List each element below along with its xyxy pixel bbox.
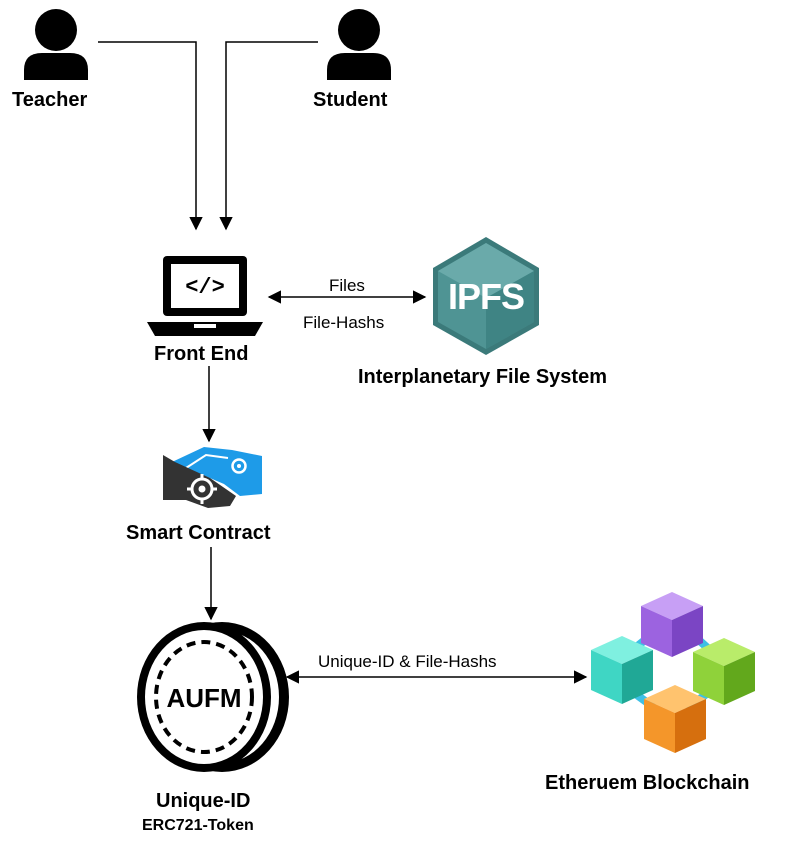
front-end-label: Front End	[154, 343, 249, 365]
unique-id-hashes-edge-label: Unique-ID & File-Hashs	[318, 652, 497, 671]
student-label: Student	[313, 89, 388, 111]
student-to-frontend-arrow	[219, 41, 318, 231]
smart-contract-label: Smart Contract	[126, 522, 271, 544]
teacher-to-frontend-arrow	[98, 41, 203, 231]
coin-token-icon	[137, 622, 289, 772]
ipfs-logo-text: IPFS	[447, 276, 525, 317]
coin-text: AUFM	[166, 683, 242, 713]
svg-text:</>: </>	[185, 275, 225, 300]
teacher-label: Teacher	[12, 89, 88, 111]
blockchain-label: Etheruem Blockchain	[545, 772, 750, 794]
file-hashes-edge-label: File-Hashs	[303, 313, 385, 332]
ipfs-logo-icon	[433, 237, 539, 355]
laptop-code-icon: </>	[147, 256, 263, 336]
teacher-user-icon	[24, 9, 88, 80]
files-edge-label: Files	[329, 276, 365, 295]
blockchain-cubes-icon	[591, 592, 755, 753]
erc721-token-label: ERC721-Token	[142, 817, 254, 834]
student-user-icon	[327, 9, 391, 80]
handshake-gear-icon	[163, 447, 262, 508]
unique-id-label: Unique-ID	[156, 790, 251, 812]
ipfs-label: Interplanetary File System	[358, 366, 607, 388]
